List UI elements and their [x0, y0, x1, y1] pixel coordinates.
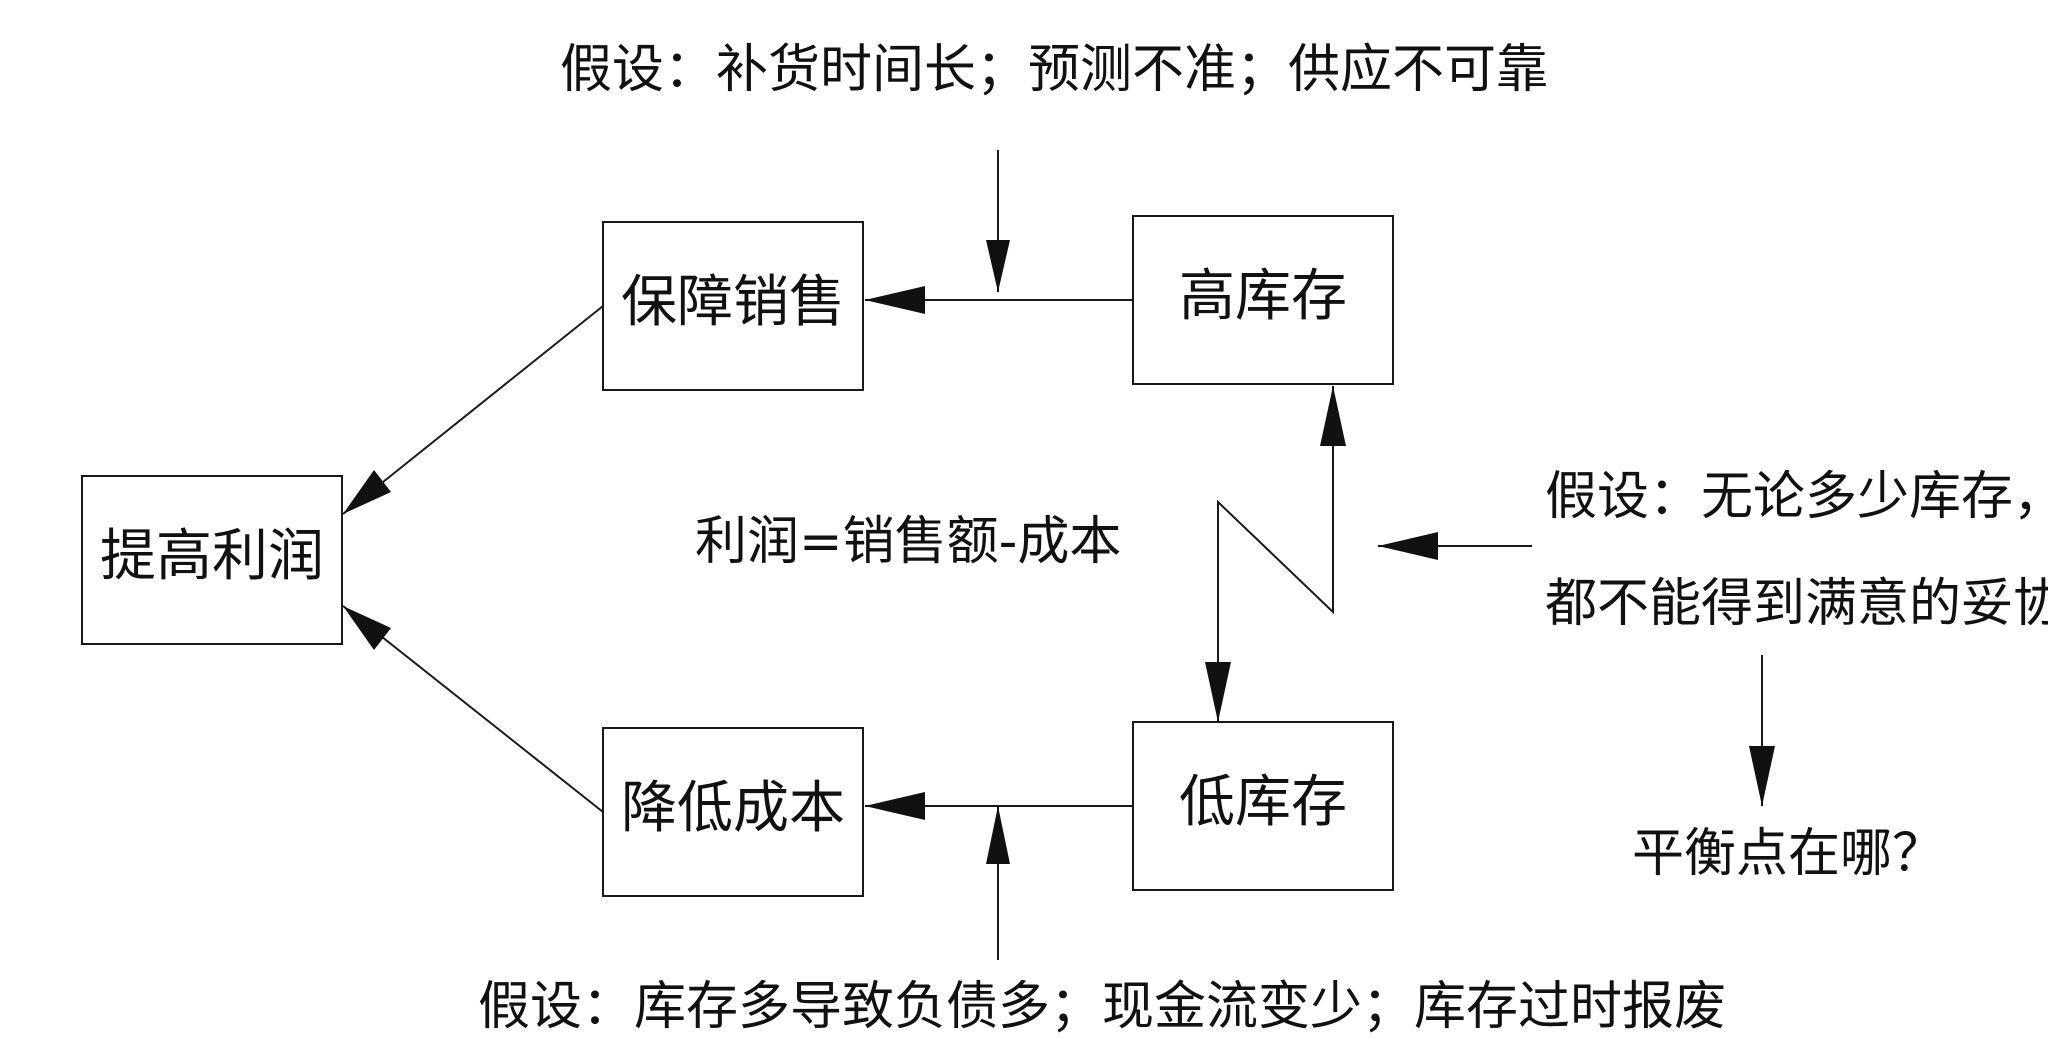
- bottom-assumption-arrowhead: [986, 806, 1010, 864]
- balance-question-arrowhead: [1749, 746, 1775, 806]
- balance-question-text: 平衡点在哪？: [1632, 824, 1944, 884]
- reduce-cost-to-profit-arrowhead: [343, 606, 391, 650]
- increase-profit-box: [81, 475, 343, 645]
- ensure-sales-box: [602, 221, 864, 391]
- reduce-cost-to-profit-line: [342, 605, 604, 813]
- high-inventory-box: [1132, 215, 1394, 385]
- ensure-sales-to-profit-line: [342, 305, 604, 515]
- top-assumption-arrowhead: [986, 240, 1010, 292]
- ensure-sales-to-profit-arrowhead: [343, 470, 391, 514]
- reduce-cost-label: 降低成本: [621, 776, 845, 841]
- reduce-cost-box: [602, 727, 864, 897]
- profit-formula-text: 利润=销售额-成本: [695, 512, 1121, 572]
- inventory-tension-zigzag: [1217, 386, 1334, 722]
- right-assumption-arrowhead: [1378, 532, 1438, 560]
- right-assumption-line1: 假设：无论多少库存，: [1545, 467, 2048, 527]
- right-assumption-line2: 都不能得到满意的妥协: [1545, 574, 2048, 634]
- top-assumption-text: 假设：补货时间长；预测不准；供应不可靠: [560, 40, 1548, 100]
- to-high-inventory-arrowhead: [1320, 386, 1346, 446]
- bottom-assumption-text: 假设：库存多导致负债多；现金流变少；库存过时报废: [478, 977, 1726, 1037]
- to-low-inventory-arrowhead: [1205, 662, 1231, 722]
- increase-profit-label: 提高利润: [100, 524, 324, 589]
- high-to-ensure-sales-arrowhead: [865, 286, 925, 314]
- low-inventory-label: 低库存: [1179, 770, 1347, 835]
- ensure-sales-label: 保障销售: [621, 270, 845, 335]
- low-to-reduce-cost-arrowhead: [865, 792, 925, 820]
- high-inventory-label: 高库存: [1179, 264, 1347, 329]
